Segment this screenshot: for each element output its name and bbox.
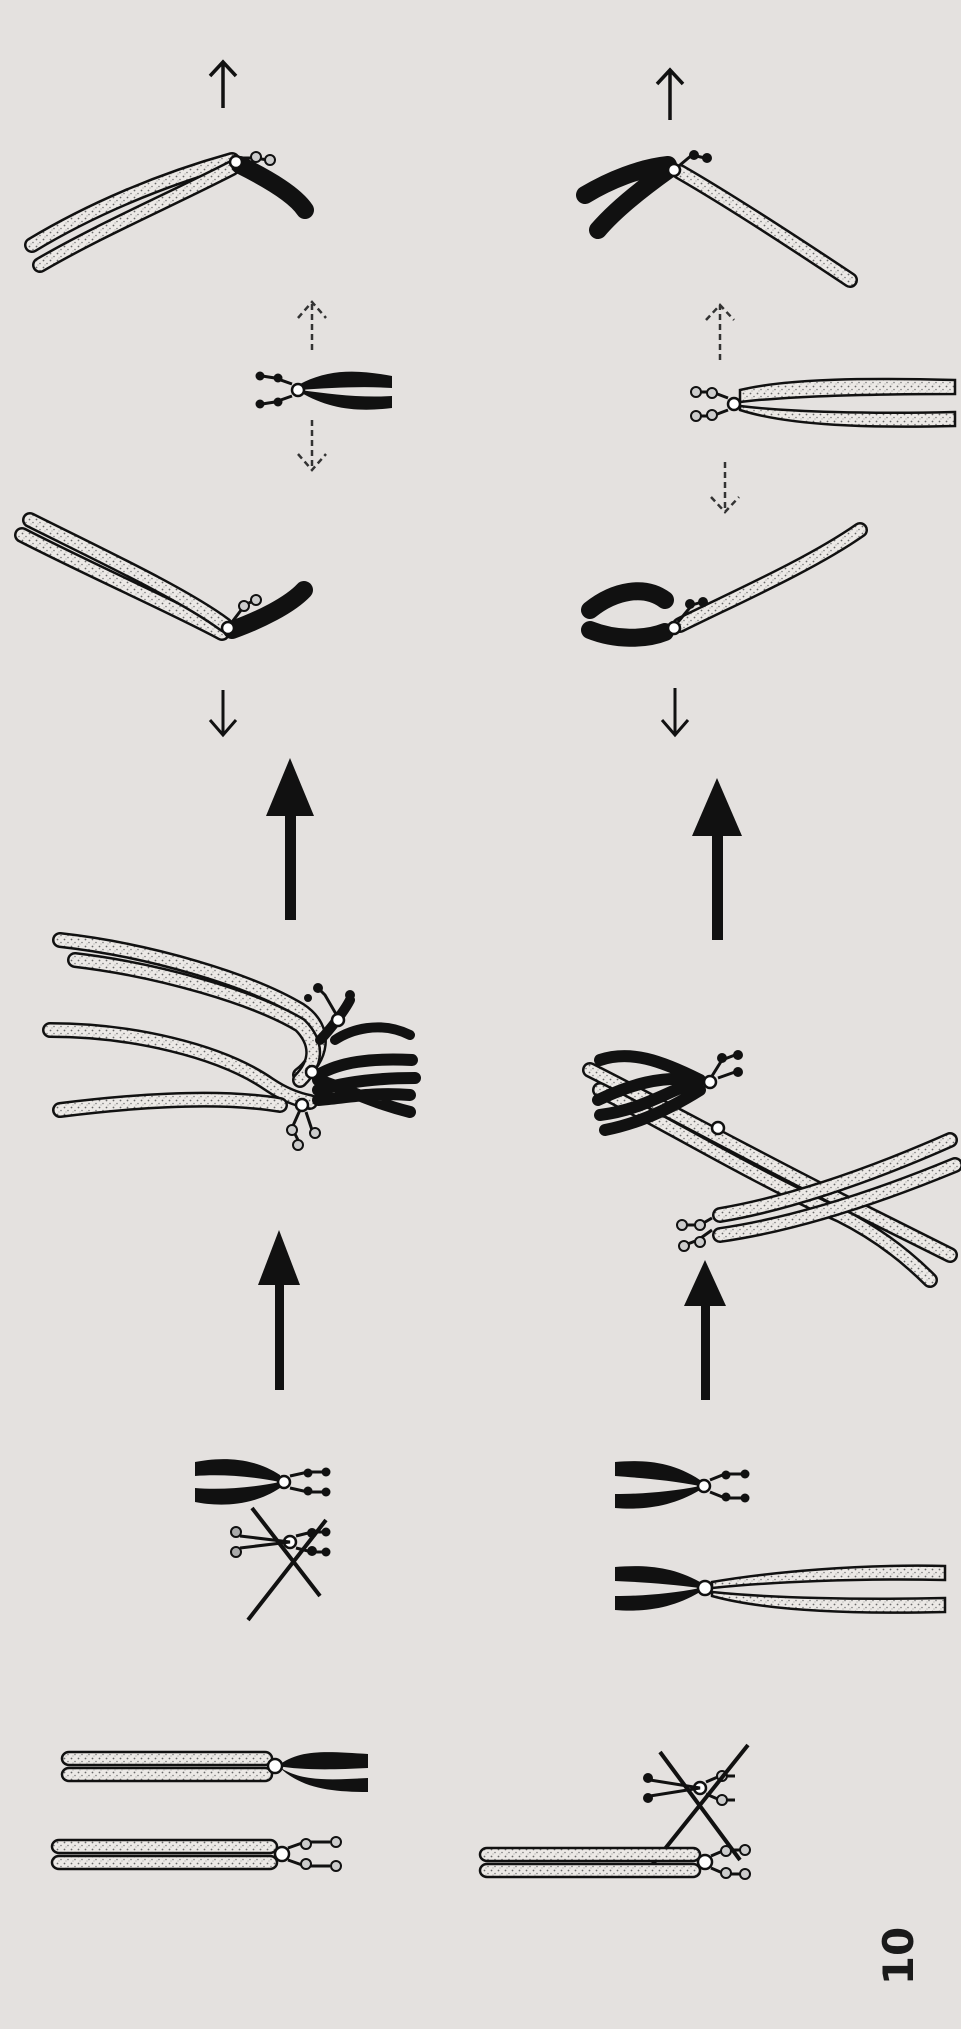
centromere-icon <box>704 1076 716 1088</box>
arrow-up-icon <box>692 778 742 940</box>
arrow-up-icon <box>684 1260 726 1400</box>
centromere-icon <box>668 622 680 634</box>
left-middle-chromosome <box>256 372 393 410</box>
cross-out-icon <box>248 1508 326 1620</box>
right-pachytene-configuration <box>590 1050 955 1280</box>
arrow-down-icon <box>662 688 688 735</box>
arrow-up-icon <box>210 62 236 108</box>
left-small-chromosomes <box>195 1459 331 1620</box>
centromere-icon <box>275 1847 289 1861</box>
centromere-icon <box>668 164 680 176</box>
centromere-icon <box>728 398 740 410</box>
left-anaphase-lower <box>22 520 304 634</box>
right-middle-chromosomes <box>615 1461 945 1612</box>
crossed-out-chromosome <box>231 1508 331 1620</box>
right-bottom-chromosomes <box>480 1745 750 1879</box>
satellite-icon <box>711 1845 750 1879</box>
arrow-up-icon <box>258 1230 300 1390</box>
arrow-up-icon <box>266 758 314 920</box>
right-anaphase-upper <box>585 150 850 280</box>
figure-label: 10 <box>878 1926 918 1986</box>
centromere-icon <box>306 1066 318 1078</box>
right-middle-chromosome <box>691 379 955 427</box>
centromere-icon <box>292 384 304 396</box>
centromere-icon <box>230 156 242 168</box>
right-anaphase-lower <box>590 530 860 638</box>
arrow-down-icon <box>210 690 236 735</box>
centromere-icon <box>698 1855 712 1869</box>
satellite-icon <box>288 1837 341 1871</box>
arrow-up-icon <box>657 70 683 120</box>
centromere-icon <box>222 622 234 634</box>
left-bottom-chromosomes <box>52 1752 368 1871</box>
left-anaphase-upper <box>32 152 305 265</box>
centromere-icon <box>268 1759 282 1773</box>
left-pachytene-configuration <box>50 940 415 1150</box>
